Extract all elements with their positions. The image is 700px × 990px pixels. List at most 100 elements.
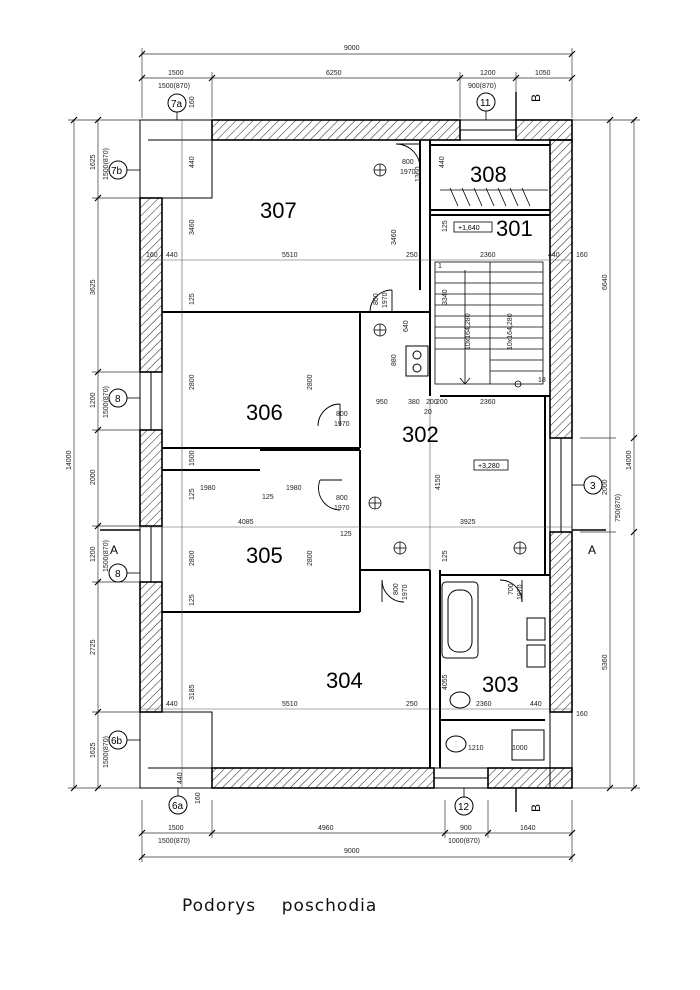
dim-left-total: 14000	[66, 450, 73, 470]
shower-icon	[511, 729, 545, 761]
door-305-width: 800	[336, 495, 348, 502]
dimension-lines	[68, 48, 640, 862]
room-303-label: 303	[482, 672, 519, 697]
dim-160-e: 160	[195, 792, 202, 804]
dim-top-total: 9000	[344, 45, 360, 52]
dim-306-height: 2800	[189, 374, 196, 390]
dim-3340: 3340	[442, 289, 449, 305]
dim-125-f: 125	[442, 550, 449, 562]
dim-top-2: 6250	[326, 70, 342, 77]
dim-304-height: 3185	[189, 684, 196, 700]
axis-markers	[108, 92, 603, 816]
dim-307-width: 5510	[282, 252, 298, 259]
stair-label-a: 10x164,280	[465, 313, 472, 350]
door-304-width: 800	[393, 583, 400, 595]
section-B-bottom: B	[529, 804, 543, 812]
interior-walls	[162, 140, 550, 768]
stair-step-1: 1	[438, 263, 442, 270]
drawing-caption: Podorys poschodia	[182, 896, 378, 916]
dim-125-mid: 125	[262, 494, 274, 501]
dim-bottom-3: 900	[460, 825, 472, 832]
axis-8-lower: 8	[115, 569, 121, 580]
section-B-top: B	[529, 94, 543, 102]
window-openings	[139, 119, 573, 789]
door-307-height: 1970	[400, 169, 416, 176]
door-306-height: 1970	[334, 421, 350, 428]
dim-right-2: 2000	[602, 479, 609, 495]
dim-left-4: 2000	[90, 469, 97, 485]
dim-305-height-b: 2800	[307, 550, 314, 566]
dim-160-c: 160	[576, 711, 588, 718]
dim-top-3b: 900(870)	[468, 83, 496, 90]
dim-left-1b: 1500(870)	[103, 148, 110, 180]
dim-440-c: 440	[548, 252, 560, 259]
staircase	[434, 187, 548, 388]
dim-305-width: 4085	[238, 519, 254, 526]
dim-1210: 1210	[468, 745, 484, 752]
room-308-label: 308	[470, 162, 507, 187]
dim-307-height: 3460	[189, 219, 196, 235]
dim-440-b: 440	[166, 701, 178, 708]
door-306-width: 800	[336, 411, 348, 418]
door-304-height: 1970	[402, 584, 409, 600]
dim-160-d: 160	[189, 96, 196, 108]
dim-880: 880	[391, 354, 398, 366]
stair-step-18: 18	[538, 377, 546, 384]
dim-200-b: 200	[426, 399, 438, 406]
dim-125-e: 125	[340, 531, 352, 538]
dim-303-width: 2360	[476, 701, 492, 708]
door-307-width: 800	[402, 159, 414, 166]
dim-left-1: 1625	[90, 154, 97, 170]
room-307-label: 307	[260, 198, 297, 223]
dim-top-1: 1500	[168, 70, 184, 77]
axis-6b: 6b	[111, 736, 123, 747]
room-304-label: 304	[326, 668, 363, 693]
dim-1360: 1360	[415, 166, 422, 182]
dim-left-5b: 1500(870)	[103, 540, 110, 572]
door-302-width: 800	[373, 293, 380, 305]
door-302-height: 1970	[382, 292, 389, 308]
dim-302-width: 3925	[460, 519, 476, 526]
dim-125-g: 125	[442, 220, 449, 232]
dim-left-3: 1200	[90, 392, 97, 408]
room-302-label: 302	[402, 422, 439, 447]
dim-left-7: 1625	[90, 742, 97, 758]
dim-950: 950	[376, 399, 388, 406]
dim-4055: 4055	[442, 674, 449, 690]
dim-1000: 1000	[512, 745, 528, 752]
doors	[317, 143, 523, 603]
axis-8-upper: 8	[115, 394, 121, 405]
dim-200-a: 200	[436, 399, 448, 406]
inner-dimension-lines	[140, 120, 572, 788]
dimension-ticks	[70, 50, 638, 861]
level-stair-top: +1,640	[458, 225, 480, 232]
door-303-width: 700	[508, 583, 515, 595]
dim-right-1: 6640	[602, 274, 609, 290]
light-fixtures	[368, 163, 527, 555]
section-A-right: A	[588, 543, 596, 557]
dim-640: 640	[403, 320, 410, 332]
room-305-label: 305	[246, 543, 283, 568]
dim-left-2: 3625	[90, 279, 97, 295]
door-305-height: 1970	[334, 505, 350, 512]
axis-3: 3	[590, 481, 596, 492]
sink-icon	[526, 617, 546, 641]
dim-160-b: 160	[576, 252, 588, 259]
dim-bottom-total: 9000	[344, 848, 360, 855]
dim-1980-a: 1980	[200, 485, 216, 492]
dim-380: 380	[408, 399, 420, 406]
axis-6a-bottom: 6a	[172, 801, 184, 812]
axis-11: 11	[480, 98, 491, 109]
dim-440-d: 440	[530, 701, 542, 708]
dim-304-width: 5510	[282, 701, 298, 708]
dim-top-4: 1050	[535, 70, 551, 77]
dim-left-5: 1200	[90, 546, 97, 562]
door-303-height: 1970	[517, 584, 524, 600]
dim-left-3b: 1500(870)	[103, 386, 110, 418]
dim-305-height: 2800	[189, 550, 196, 566]
dim-bottom-1: 1500	[168, 825, 184, 832]
dim-stair-width-2: 2360	[480, 399, 496, 406]
dim-307-height-b: 3460	[391, 229, 398, 245]
bathtub-icon	[441, 581, 479, 659]
